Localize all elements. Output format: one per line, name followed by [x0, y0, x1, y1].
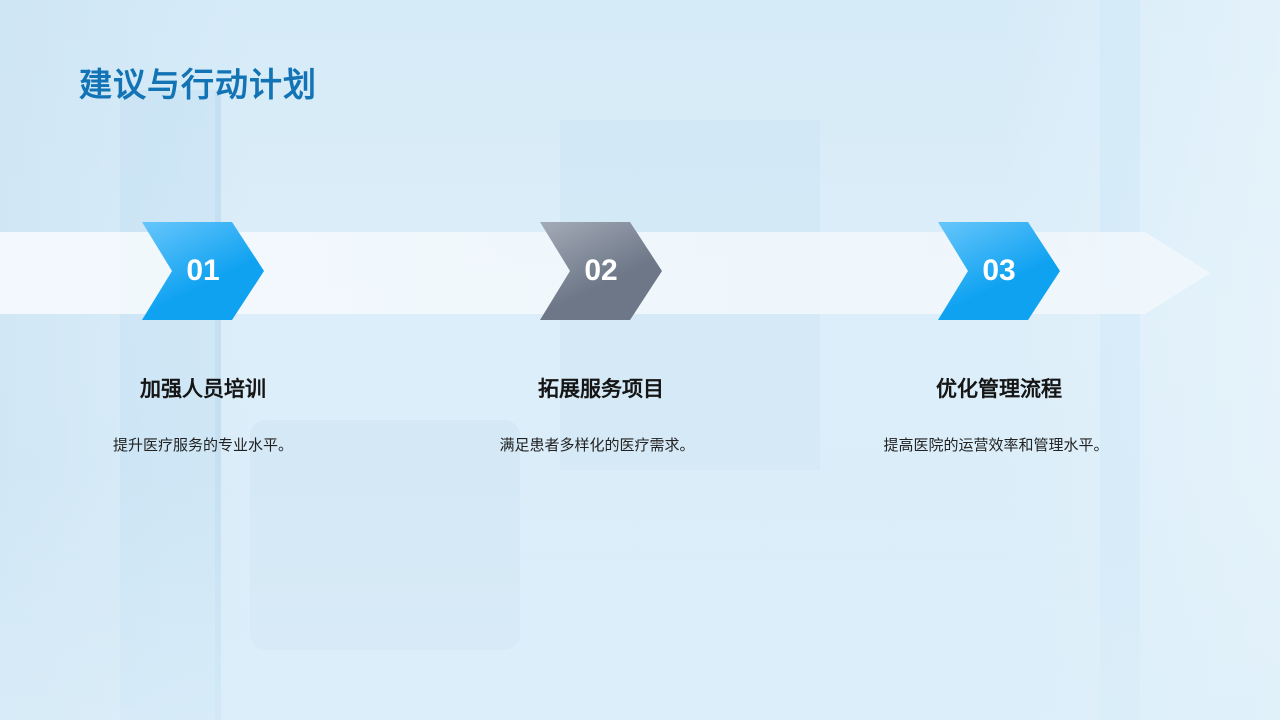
step-3-chevron	[938, 222, 1060, 320]
step-3-number: 03	[982, 254, 1016, 287]
step-3-description: 提高医院的运营效率和管理水平。	[883, 436, 1109, 454]
background-floor	[0, 470, 1280, 720]
step-2-description: 满足患者多样化的医疗需求。	[499, 436, 695, 454]
step-3-chevron-shape	[938, 222, 1060, 320]
step-3-title: 优化管理流程	[936, 377, 1062, 401]
step-2-chevron	[540, 222, 662, 320]
step-1-chevron	[142, 222, 264, 320]
slide-title: 建议与行动计划	[79, 65, 317, 104]
step-2-number: 02	[584, 254, 618, 287]
step-1-title: 加强人员培训	[140, 377, 266, 401]
step-1-chevron-shape	[142, 222, 264, 320]
step-2-chevron-shape	[540, 222, 662, 320]
step-1-description: 提升医疗服务的专业水平。	[112, 436, 293, 454]
step-1-number: 01	[186, 254, 220, 287]
step-2-title: 拓展服务项目	[538, 377, 664, 401]
